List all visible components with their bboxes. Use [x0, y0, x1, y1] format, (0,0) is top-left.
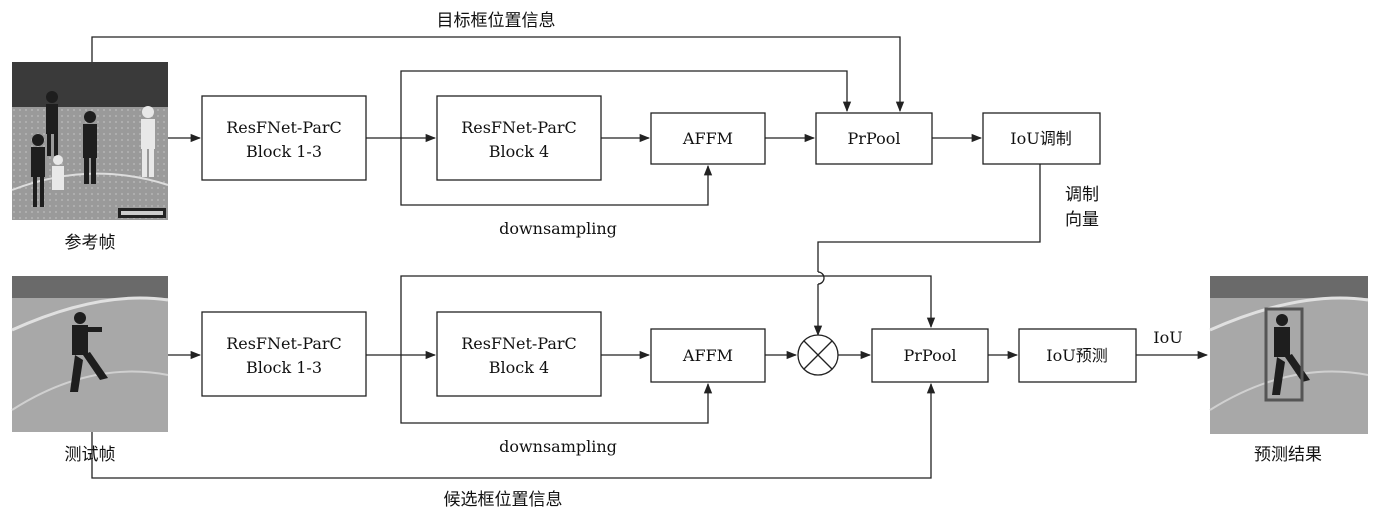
- top-prpool-box: PrPool: [815, 112, 933, 165]
- bottom-arrows: [91, 275, 1209, 479]
- top-downsampling-label: downsampling: [499, 219, 617, 238]
- top-block13-box: ResFNet-ParC Block 1-3: [201, 95, 367, 181]
- bottom-block4-box: ResFNet-ParC Block 4: [436, 311, 602, 397]
- multiply-operator: [797, 334, 839, 376]
- top-block4-box: ResFNet-ParC Block 4: [436, 95, 602, 181]
- bottom-affm-label: AFFM: [682, 346, 733, 365]
- reference-frame-label: 参考帧: [65, 233, 116, 253]
- prediction-result-image: [1209, 276, 1369, 434]
- bottom-block4-line1: ResFNet-ParC: [461, 334, 577, 353]
- bottom-block13-line2: Block 1-3: [246, 358, 322, 377]
- mod-vector-label-line1: 调制: [1065, 185, 1099, 205]
- iou-output-label: IoU: [1153, 328, 1182, 347]
- top-arrows: [91, 36, 1041, 337]
- iou-prediction-box: IoU预测: [1018, 328, 1137, 383]
- bottom-prpool-box: PrPool: [871, 328, 989, 383]
- reference-frame-image: [11, 62, 169, 220]
- top-block4-line2: Block 4: [489, 142, 549, 161]
- top-affm-box: AFFM: [650, 112, 766, 165]
- test-frame-image: [11, 276, 169, 432]
- iou-modulation-box: IoU调制: [982, 112, 1101, 165]
- iou-prediction-label: IoU预测: [1046, 346, 1107, 365]
- mod-vector-label-line2: 向量: [1065, 210, 1099, 230]
- iou-modulation-label: IoU调制: [1010, 129, 1071, 148]
- test-frame-label: 测试帧: [65, 445, 116, 465]
- bottom-block4-line2: Block 4: [489, 358, 549, 377]
- top-prpool-label: PrPool: [848, 129, 901, 148]
- bottom-prpool-label: PrPool: [904, 346, 957, 365]
- bottom-block13-line1: ResFNet-ParC: [226, 334, 342, 353]
- top-block13-line1: ResFNet-ParC: [226, 118, 342, 137]
- bottom-affm-box: AFFM: [650, 328, 766, 383]
- bottom-block13-box: ResFNet-ParC Block 1-3: [201, 311, 367, 397]
- prediction-result-label: 预测结果: [1254, 445, 1322, 465]
- bounding-box: [1264, 307, 1304, 402]
- top-block13-line2: Block 1-3: [246, 142, 322, 161]
- top-block4-line1: ResFNet-ParC: [461, 118, 577, 137]
- target-box-info-label: 目标框位置信息: [437, 11, 556, 31]
- candidate-box-info-label: 候选框位置信息: [444, 490, 563, 510]
- top-affm-label: AFFM: [682, 129, 733, 148]
- bottom-downsampling-label: downsampling: [499, 437, 617, 456]
